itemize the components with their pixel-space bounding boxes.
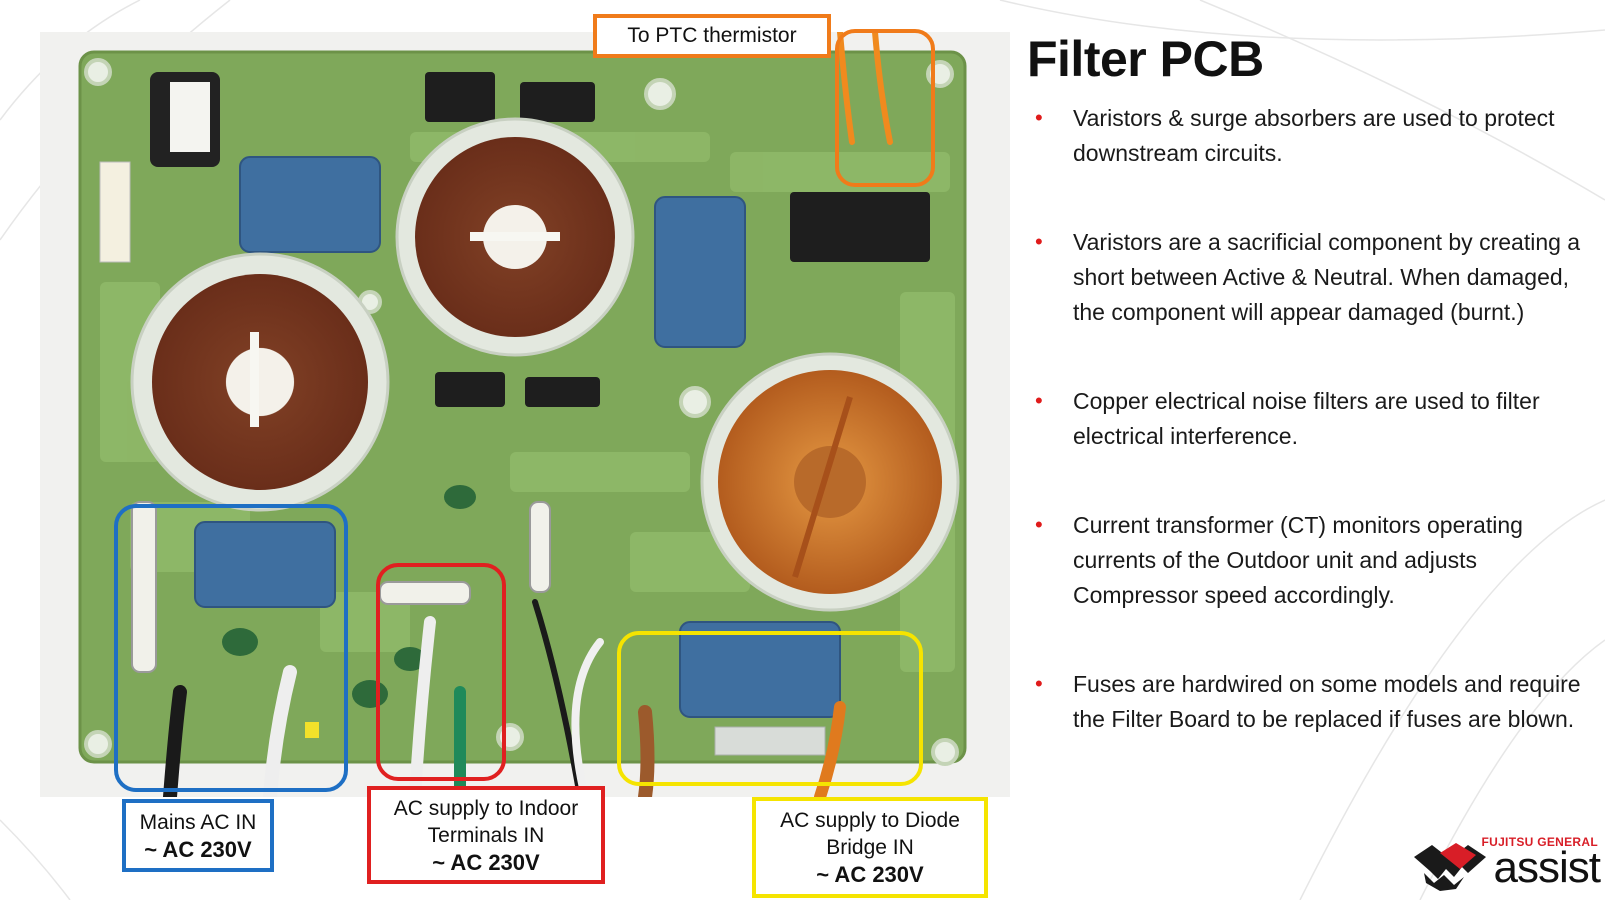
ptc-callout: To PTC thermistor (593, 14, 831, 58)
bullet-text: Varistors are a sacrificial component by… (1073, 229, 1581, 325)
mains-callout-line1: Mains AC IN (139, 811, 257, 834)
bullet-marker-icon: • (1035, 388, 1043, 413)
bullet-item: • Varistors are a sacrificial component b… (1030, 225, 1595, 330)
logo-word-text: assist (1493, 843, 1601, 892)
ptc-highlight-box (835, 29, 935, 187)
slide-title: Filter PCB (1027, 31, 1264, 87)
bullet-item: • Copper electrical noise filters are use… (1030, 384, 1595, 454)
logo-brand-text: FUJITSU GENERAL (1481, 835, 1598, 849)
bullet-text: Varistors & surge absorbers are used to … (1073, 105, 1555, 166)
indoor-callout-line2: Terminals IN (427, 824, 545, 847)
diode-callout: AC supply to Diode Bridge IN ~ AC 230V (752, 797, 988, 898)
mains-callout-line2: ~ AC 230V (144, 837, 252, 862)
ptc-callout-text: To PTC thermistor (627, 24, 797, 47)
handshake-icon (1414, 843, 1486, 891)
indoor-highlight-box (376, 563, 506, 781)
bullet-marker-icon: • (1035, 105, 1043, 130)
mains-highlight-box (114, 504, 348, 792)
bullet-marker-icon: • (1035, 512, 1043, 537)
diode-callout-line2: Bridge IN (826, 836, 914, 859)
mains-callout: Mains AC IN ~ AC 230V (122, 799, 274, 872)
indoor-callout: AC supply to Indoor Terminals IN ~ AC 23… (367, 786, 605, 884)
bullet-list: • Varistors & surge absorbers are used to… (1030, 101, 1595, 737)
bullet-item: • Current transformer (CT) monitors opera… (1030, 508, 1595, 613)
fujitsu-assist-logo: FUJITSU GENERAL assist (1410, 835, 1601, 895)
bullet-item: • Fuses are hardwired on some models and … (1030, 667, 1595, 737)
bullet-text: Current transformer (CT) monitors operat… (1073, 512, 1523, 608)
bullet-text: Copper electrical noise filters are used… (1073, 388, 1540, 449)
pcb-illustration (78, 32, 967, 797)
diode-highlight-box (617, 631, 923, 786)
bullet-marker-icon: • (1035, 229, 1043, 254)
diode-callout-line1: AC supply to Diode (780, 809, 960, 832)
indoor-callout-line3: ~ AC 230V (432, 850, 540, 875)
bullet-marker-icon: • (1035, 671, 1043, 696)
bullet-item: • Varistors & surge absorbers are used to… (1030, 101, 1595, 171)
diode-callout-line3: ~ AC 230V (816, 862, 924, 887)
indoor-callout-line1: AC supply to Indoor (393, 797, 579, 820)
bullet-text: Fuses are hardwired on some models and r… (1073, 671, 1581, 732)
pcb-photo (40, 32, 1010, 797)
